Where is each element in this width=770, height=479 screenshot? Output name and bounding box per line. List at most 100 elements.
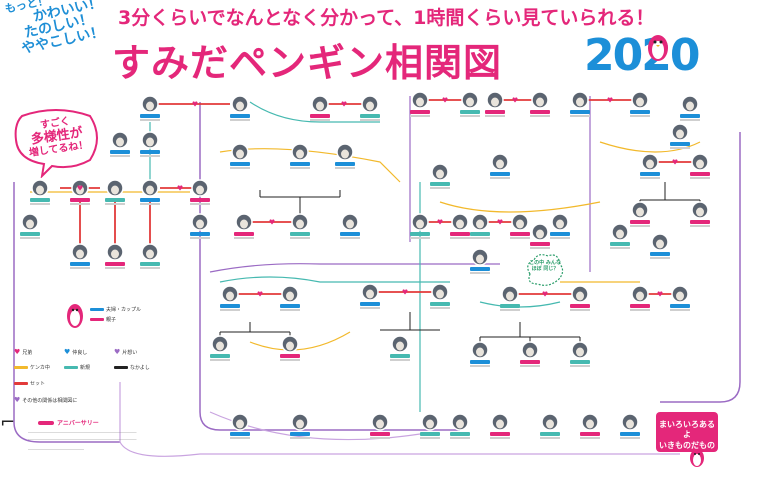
legend-item: ケンカ中 — [14, 364, 50, 371]
penguin-node — [570, 91, 590, 117]
penguin-node — [234, 213, 254, 239]
heart-icon: ♥ — [512, 97, 518, 105]
penguin-node — [190, 179, 210, 205]
penguin-node — [410, 213, 430, 239]
penguin-node — [140, 243, 160, 269]
page-edge-mark: ⌐ — [0, 412, 16, 433]
penguin-node — [20, 213, 40, 239]
penguin-node — [310, 95, 330, 121]
penguin-node — [470, 213, 490, 239]
penguin-node — [670, 285, 690, 311]
penguin-node — [140, 95, 160, 121]
penguin-node — [620, 413, 640, 439]
relation-line — [439, 201, 601, 213]
legend-item: セット — [14, 380, 45, 387]
corner-tagline: もっと！ かわいい！ たのしい！ ややこしい！ — [4, 0, 109, 58]
relation-line — [199, 102, 460, 431]
relation-line — [219, 276, 450, 283]
penguin-node — [30, 179, 50, 205]
penguin-node — [290, 413, 310, 439]
penguin-node — [220, 285, 240, 311]
penguin-node — [370, 413, 390, 439]
year-label: 2020 — [584, 30, 700, 81]
bottom-badge: まいろいろあるよ いきものだもの — [656, 412, 718, 452]
penguin-icon — [690, 449, 704, 467]
penguin-node — [500, 285, 520, 311]
penguin-node — [550, 213, 570, 239]
penguin-node — [290, 143, 310, 169]
heart-icon: ♥ — [542, 291, 548, 299]
cloud-text: この中 みんなほぼ 同じ？ — [529, 260, 561, 272]
penguin-node — [490, 153, 510, 179]
penguin-node — [340, 213, 360, 239]
relation-line — [249, 101, 380, 123]
heart-icon: ♥ — [657, 291, 663, 299]
heart-icon: ♥ — [114, 348, 121, 356]
legend-penguin-icon — [67, 304, 83, 328]
penguin-node — [70, 243, 90, 269]
penguin-node — [630, 91, 650, 117]
relation-line — [599, 141, 701, 153]
penguin-node — [540, 413, 560, 439]
legend-item: ♥片想い — [114, 348, 138, 356]
penguin-node — [530, 223, 550, 249]
heart-icon: ♥ — [64, 348, 71, 356]
heart-icon: ♥ — [341, 101, 347, 109]
penguin-node — [430, 163, 450, 189]
penguin-node — [470, 341, 490, 367]
relation-line — [259, 190, 341, 222]
footnote: ――――――――――――――――――――――――――――――― — [28, 430, 137, 434]
badge-line-2: いきものだもの — [659, 440, 715, 450]
penguin-node — [280, 285, 300, 311]
penguin-node — [410, 91, 430, 117]
heart-icon: ♥ — [607, 97, 613, 105]
penguin-node — [190, 213, 210, 239]
penguin-node — [680, 95, 700, 121]
penguin-node — [610, 223, 630, 249]
penguin-node — [470, 248, 490, 274]
relation-line — [380, 312, 440, 331]
cloud-shape — [527, 254, 564, 286]
penguin-node — [510, 213, 530, 239]
penguin-node — [70, 179, 90, 205]
penguin-node — [360, 283, 380, 309]
penguin-node — [110, 131, 130, 157]
penguin-node — [290, 213, 310, 239]
penguin-node — [485, 91, 505, 117]
penguin-node — [105, 179, 125, 205]
penguin-node — [570, 285, 590, 311]
legend-item: なかよし — [114, 364, 150, 371]
relationship-network: ♥♥♥♥♥♥♥♥♥♥♥♥♥♥♥ — [13, 91, 741, 457]
penguin-node — [450, 413, 470, 439]
heart-icon: ♥ — [437, 219, 443, 227]
heart-icon: ♥ — [402, 289, 408, 297]
relation-line — [119, 382, 680, 457]
heart-icon: ♥ — [14, 396, 21, 404]
penguin-node — [420, 413, 440, 439]
anniversary-label: アニバーサリー — [38, 418, 99, 427]
legend-item: 親子 — [90, 316, 116, 323]
penguin-node — [640, 153, 660, 179]
penguin-node — [140, 179, 160, 205]
penguin-node — [360, 95, 380, 121]
penguin-node — [210, 335, 230, 361]
legend-item: 新規 — [64, 364, 90, 371]
relation-line — [639, 182, 701, 210]
family-tree-lines — [219, 182, 701, 350]
heart-icon: ♥ — [497, 219, 503, 227]
penguin-node — [230, 143, 250, 169]
penguin-node — [570, 341, 590, 367]
legend-item: ♥その他の関係は相関図に — [14, 396, 78, 404]
penguin-node — [280, 335, 300, 361]
heart-icon: ♥ — [269, 219, 275, 227]
footnote: ――――――――――――――――――――――――――――――― — [28, 437, 137, 441]
penguin-node — [450, 213, 470, 239]
penguin-node — [230, 413, 250, 439]
penguin-node — [650, 233, 670, 259]
relation-line — [249, 331, 351, 351]
legend-item: ♥仲良し — [64, 348, 88, 356]
penguin-node — [460, 91, 480, 117]
speech-bubble — [14, 109, 98, 178]
penguin-node — [230, 95, 250, 121]
